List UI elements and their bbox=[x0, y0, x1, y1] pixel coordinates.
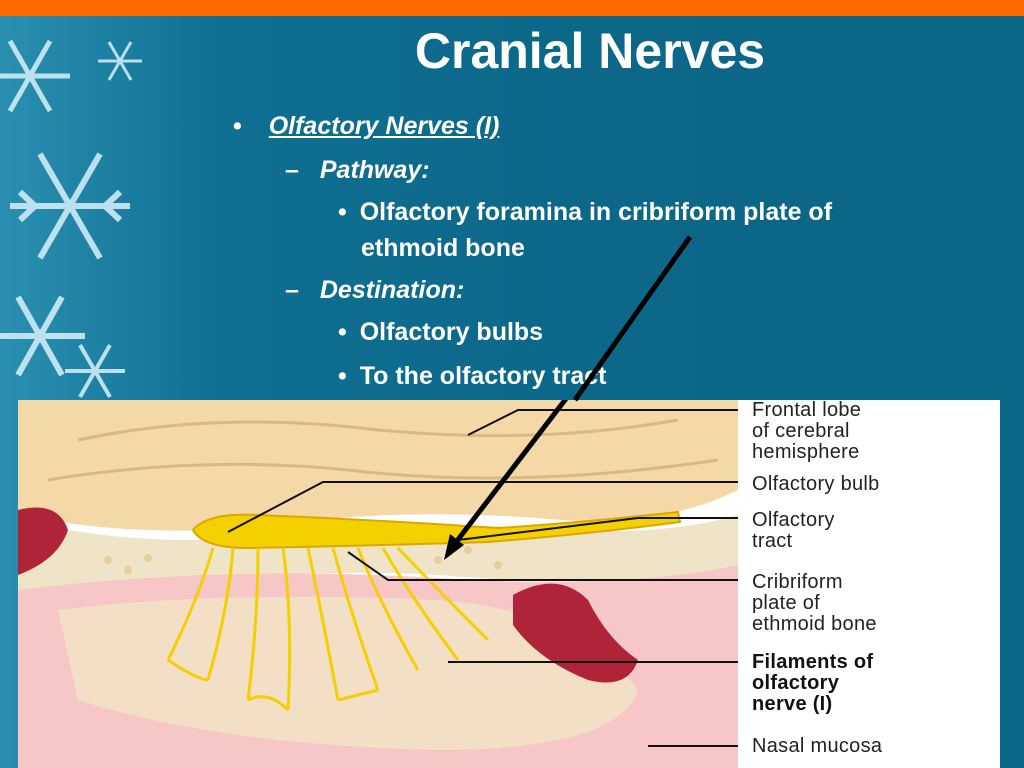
pointer-arrow bbox=[444, 400, 569, 560]
destination-heading: – Destination: bbox=[285, 276, 464, 305]
slide-title: Cranial Nerves bbox=[414, 23, 766, 79]
dash-marker: – bbox=[285, 156, 299, 184]
pathway-item-line2: ethmoid bone bbox=[361, 234, 525, 262]
anatomy-illustration bbox=[18, 400, 1000, 768]
pathway-item-line1: Olfactory foramina in cribriform plate o… bbox=[359, 198, 833, 226]
destination-item: • To the olfactory tract bbox=[338, 362, 607, 391]
olfactory-bulb-shape bbox=[191, 510, 682, 550]
pathway-label: Pathway: bbox=[319, 156, 430, 184]
destination-item-text: To the olfactory tract bbox=[359, 362, 607, 390]
pathway-heading: – Pathway: bbox=[285, 156, 430, 185]
bullet-olfactory-nerves: • Olfactory Nerves (I) bbox=[233, 112, 499, 141]
top-accent-bar bbox=[0, 0, 1024, 16]
pathway-item: • Olfactory foramina in cribriform plate… bbox=[338, 198, 832, 227]
bullet-dot: • bbox=[338, 198, 347, 226]
vessel-shape bbox=[18, 507, 68, 575]
bullet-dot: • bbox=[338, 362, 347, 390]
vessel-shape bbox=[513, 583, 638, 683]
destination-item-text: Olfactory bulbs bbox=[359, 318, 544, 346]
destination-label: Destination: bbox=[319, 276, 465, 304]
snowflake-decoration bbox=[0, 39, 142, 398]
label-nasal-mucosa: Nasal mucosa bbox=[752, 735, 883, 757]
label-olfactory-bulb: Olfactory bulb bbox=[752, 473, 880, 495]
dash-marker: – bbox=[285, 276, 299, 304]
bullet-text: Olfactory Nerves (I) bbox=[268, 112, 500, 140]
leader-lines bbox=[227, 409, 738, 747]
bullet-dot: • bbox=[338, 318, 347, 346]
destination-item: • Olfactory bulbs bbox=[338, 318, 543, 347]
nerve-filaments bbox=[166, 546, 490, 712]
bullet-dot: • bbox=[233, 112, 242, 140]
